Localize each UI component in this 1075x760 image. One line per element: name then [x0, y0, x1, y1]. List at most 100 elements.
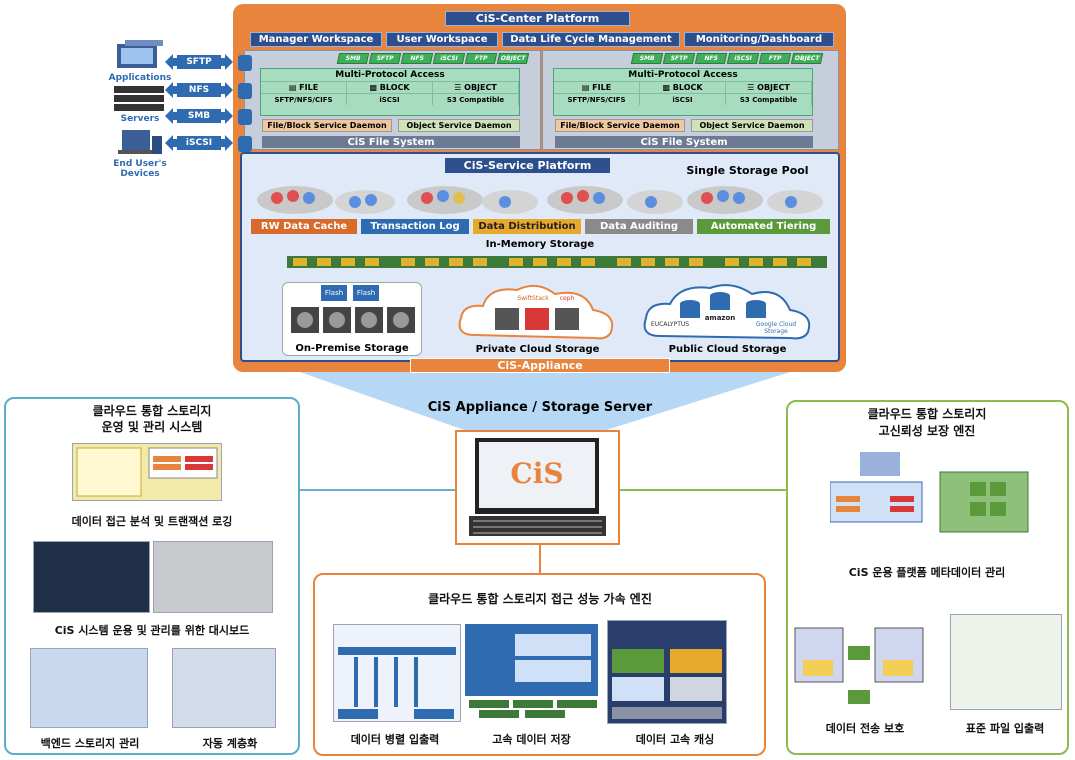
cis-appliance-label: CiS-Appliance	[410, 358, 670, 373]
feature-transaction-log: Transaction Log	[361, 219, 469, 234]
proto-ftp: FTP	[758, 53, 792, 64]
right-panel	[786, 400, 1069, 755]
hdd-flash-icons	[291, 285, 415, 333]
multi-protocol-access-right: Multi-Protocol Access ▤ FILE ▩ BLOCK ☰ O…	[553, 68, 813, 116]
parallel-io-figure	[333, 624, 461, 722]
server-title: CiS Appliance / Storage Server	[427, 399, 653, 415]
feature-data-distribution: Data Distribution	[473, 219, 581, 234]
file-protocols: SFTP/NFS/CIFS	[554, 93, 640, 105]
center-panel	[313, 573, 766, 756]
proto-nfs: NFS	[694, 53, 728, 64]
right-caption-3: 표준 파일 입출력	[965, 721, 1045, 735]
left-caption-4: 자동 계층화	[202, 736, 258, 750]
in-memory-storage-label: In-Memory Storage	[485, 239, 595, 250]
center-caption-3: 데이터 고속 캐싱	[635, 732, 715, 746]
block-protocols: iSCSI	[640, 93, 726, 105]
left-caption-2: CiS 시스템 운용 및 관리를 위한 대시보드	[54, 623, 250, 637]
private-cloud-icon	[458, 284, 614, 340]
file-protocols: SFTP/NFS/CIFS	[261, 93, 347, 105]
metadata-figure	[829, 452, 1030, 554]
right-title-1: 클라우드 통합 스토리지	[867, 406, 987, 421]
workspace-monitoring: Monitoring/Dashboard	[684, 32, 834, 47]
proto-sftp: SFTP	[662, 53, 696, 64]
proto-sftp: SFTP	[368, 53, 402, 64]
block-type: ▩ BLOCK	[640, 81, 726, 93]
object-daemon: Object Service Daemon	[398, 119, 520, 132]
private-cloud-label: Private Cloud Storage	[475, 343, 600, 355]
dashboard-figure-2	[153, 541, 273, 613]
service-platform-title: CiS-Service Platform	[445, 158, 610, 173]
amazon-label: amazon	[704, 313, 736, 322]
left-caption-1: 데이터 접근 분석 및 트랜잭션 로깅	[71, 514, 233, 528]
single-storage-pool: Single Storage Pool	[686, 163, 809, 177]
right-caption-2: 데이터 전송 보호	[825, 721, 905, 735]
object-icon: ☰	[454, 83, 465, 92]
proto-nfs: NFS	[400, 53, 434, 64]
servers-label: Servers	[120, 113, 160, 124]
left-title-1: 클라우드 통합 스토리지	[92, 403, 212, 418]
left-title-2: 운영 및 관리 시스템	[101, 419, 203, 434]
block-icon: ▩	[662, 83, 673, 92]
proto-ftp: FTP	[464, 53, 498, 64]
feature-automated-tiering: Automated Tiering	[697, 219, 830, 234]
block-icon: ▩	[369, 83, 380, 92]
port-icons	[238, 55, 252, 152]
high-speed-store-figure	[465, 624, 598, 722]
proto-iscsi: iSCSI	[432, 53, 466, 64]
object-daemon: Object Service Daemon	[691, 119, 813, 132]
mpa-title: Multi-Protocol Access	[335, 70, 445, 80]
workspace-dlcm: Data Life Cycle Management	[502, 32, 680, 47]
center-platform-title: CiS-Center Platform	[445, 11, 630, 26]
devices-label: End User's Devices	[113, 159, 167, 179]
right-caption-1: CiS 운용 플랫폼 메타데이터 관리	[848, 565, 1006, 579]
link-nfs: NFS	[177, 83, 221, 97]
private-cloud-storage: SwiftStack ceph Private Cloud Storage	[455, 280, 620, 358]
dashboard-figure-1	[33, 541, 150, 613]
public-cloud-storage: EUCALYPTUS amazon Google Cloud Storage P…	[640, 280, 815, 358]
file-icon: ▤	[581, 83, 593, 92]
on-premise-label: On-Premise Storage	[295, 342, 409, 354]
link-iscsi: iSCSI	[177, 136, 221, 150]
mpa-title: Multi-Protocol Access	[628, 70, 738, 80]
backend-figure	[30, 648, 148, 728]
object-icon: ☰	[747, 83, 758, 92]
applications-label: Applications	[108, 72, 172, 83]
server-frame: CiS	[455, 430, 620, 545]
server-icon	[469, 438, 606, 536]
on-premise-storage-box: On-Premise Storage	[282, 282, 422, 356]
multi-protocol-access-left: Multi-Protocol Access ▤ FILE ▩ BLOCK ☰ O…	[260, 68, 520, 116]
transaction-log-figure	[72, 443, 222, 501]
center-caption-1: 데이터 병렬 입출력	[350, 732, 440, 746]
proto-iscsi: iSCSI	[726, 53, 760, 64]
file-system-label: CiS File System	[555, 136, 813, 148]
object-protocols: S3 Compatible	[433, 93, 519, 105]
file-system-label: CiS File System	[262, 136, 520, 148]
ceph-label: ceph	[559, 295, 575, 302]
workspace-user: User Workspace	[386, 32, 498, 47]
applications-icon	[115, 40, 165, 72]
public-cloud-icon	[643, 284, 811, 340]
file-block-daemon: File/Block Service Daemon	[555, 119, 685, 132]
google-cloud-label: Google Cloud Storage	[755, 321, 797, 335]
feature-rw-data-cache: RW Data Cache	[251, 219, 357, 234]
proto-object: OBJECT	[790, 53, 824, 64]
storage-pool-disks	[257, 186, 823, 214]
proto-smb: SMB	[336, 53, 370, 64]
block-type: ▩ BLOCK	[347, 81, 433, 93]
center-caption-2: 고속 데이터 저장	[492, 732, 571, 746]
left-panel	[4, 397, 300, 755]
object-type: ☰ OBJECT	[433, 81, 519, 93]
file-block-daemon: File/Block Service Daemon	[262, 119, 392, 132]
servers-icon	[112, 84, 166, 114]
link-sftp: SFTP	[177, 55, 221, 69]
center-title: 클라우드 통합 스토리지 접근 성능 가속 엔진	[428, 591, 652, 606]
file-type: ▤ FILE	[261, 81, 347, 93]
object-type: ☰ OBJECT	[726, 81, 812, 93]
right-title-2: 고신뢰성 보장 엔진	[878, 423, 976, 438]
file-icon: ▤	[288, 83, 300, 92]
feature-data-auditing: Data Auditing	[585, 219, 693, 234]
transfer-protect-figure	[793, 618, 933, 710]
proto-smb: SMB	[630, 53, 664, 64]
tiering-figure	[172, 648, 276, 728]
memory-modules	[287, 256, 827, 268]
